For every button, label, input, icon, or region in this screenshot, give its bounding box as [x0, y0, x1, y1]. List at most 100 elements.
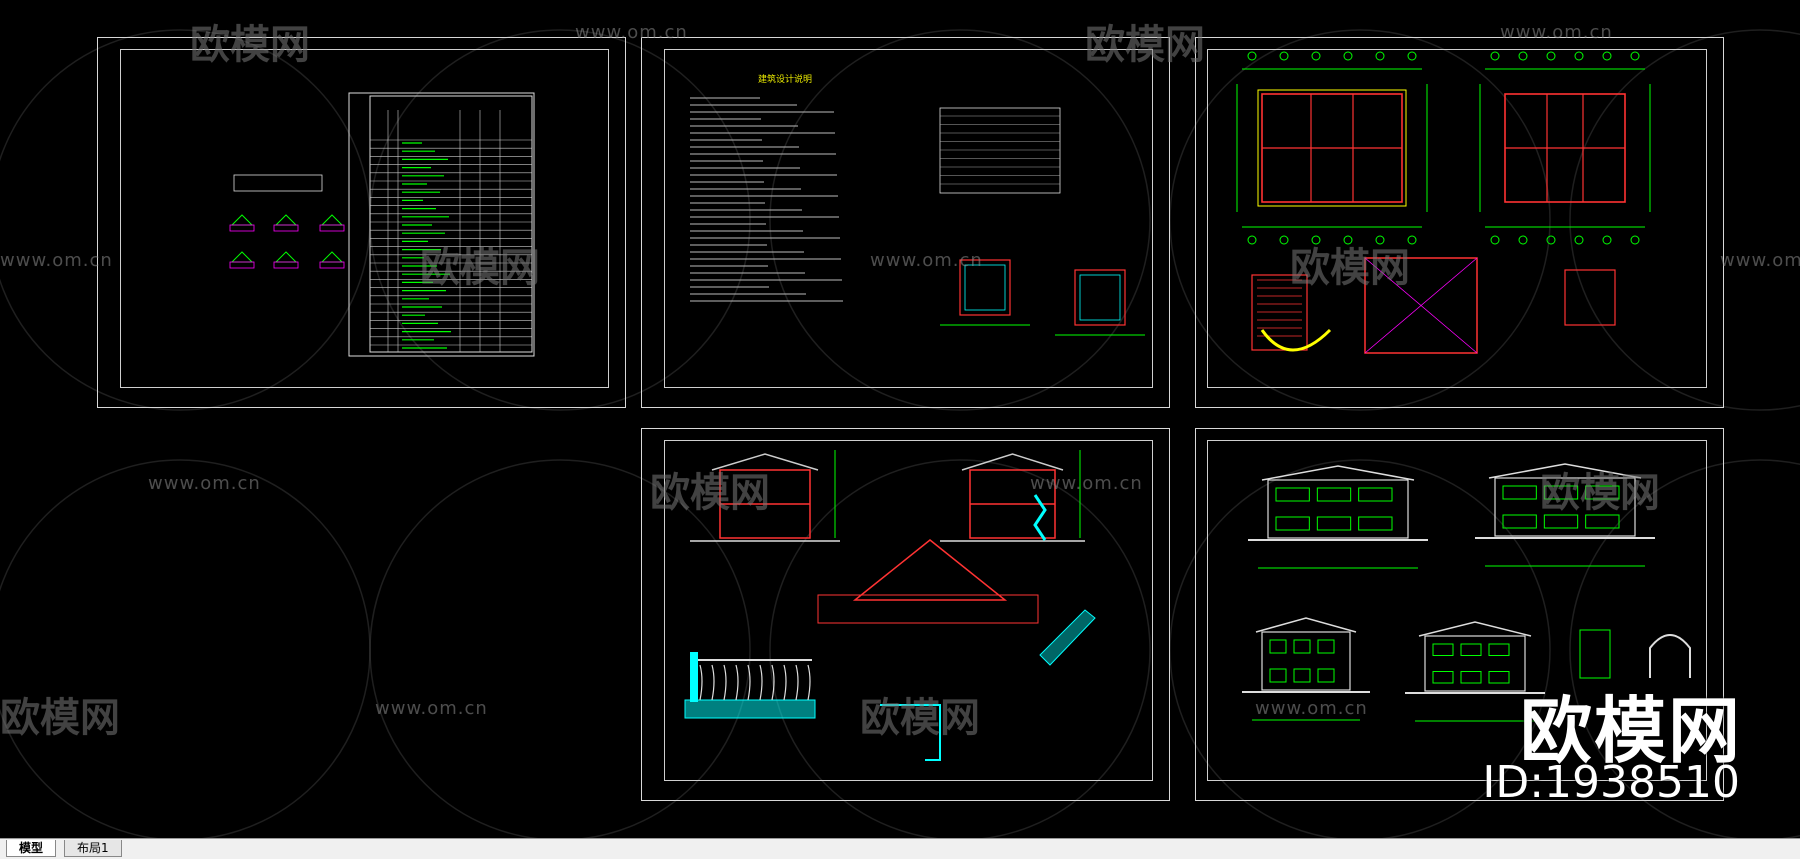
drawing-list-frame: [348, 92, 535, 357]
tab-layout-1[interactable]: 布局1: [64, 840, 122, 857]
watermark-url: www.om.cn: [375, 698, 488, 719]
balustrade-base: [684, 699, 816, 719]
elevation-window: [1432, 671, 1454, 684]
elevation-window: [1488, 671, 1510, 684]
watermark-circle: [1569, 459, 1800, 838]
watermark-url: www.om.cn: [1030, 473, 1143, 494]
stair-plan: [1251, 274, 1308, 351]
detail-base: [273, 224, 299, 232]
watermark-logo: 欧模网: [1085, 22, 1205, 68]
elevation-window: [1502, 485, 1537, 500]
axis-bubble: [1375, 51, 1385, 61]
elevation-window: [1543, 514, 1579, 529]
roof-detail: [852, 539, 1008, 601]
cad-model-space[interactable]: 建筑设计说明 欧模网 www.om.cn 欧模网 www.om.cn www.o…: [0, 0, 1800, 838]
sheet-design-notes[interactable]: [641, 37, 1170, 408]
axis-bubble: [1311, 235, 1321, 245]
elevation-window: [1432, 643, 1454, 656]
axis-bubble: [1343, 235, 1353, 245]
design-notes-title: 建筑设计说明: [758, 75, 813, 85]
baluster: [711, 664, 715, 701]
watermark-circle: [369, 459, 751, 838]
elevation-roof: [1418, 621, 1532, 637]
watermark-logo: 欧模网: [1290, 245, 1410, 291]
axis-bubble: [1602, 235, 1612, 245]
roof-plan-outline: [1364, 257, 1478, 354]
watermark-logo: 欧模网: [190, 22, 310, 68]
elevation-window: [1269, 668, 1287, 683]
axis-bubble: [1343, 51, 1353, 61]
baluster: [759, 664, 763, 701]
watermark-logo: 欧模网: [0, 695, 120, 741]
gutter-detail: [1039, 609, 1096, 666]
elevation-window: [1502, 514, 1537, 529]
elevation-wall: [1267, 479, 1409, 539]
axis-bubble: [1311, 51, 1321, 61]
sheet-floor-plans[interactable]: [1195, 37, 1724, 408]
watermark-url: www.om.cn: [575, 22, 688, 43]
elevation-window: [1275, 487, 1310, 502]
watermark-logo: 欧模网: [1540, 470, 1660, 516]
watermark-circle: [1169, 459, 1551, 838]
watermark-big-logo: 欧模网: [1519, 689, 1742, 773]
tab-model[interactable]: 模型: [6, 840, 57, 857]
door-window-table: [939, 107, 1061, 194]
elevation-window: [1488, 643, 1510, 656]
axis-bubble: [1574, 51, 1584, 61]
watermark-id: ID:1938510: [1482, 757, 1740, 808]
watermark-logo: 欧模网: [860, 695, 980, 741]
watermark-circle: [769, 459, 1151, 838]
sheet-sections-details[interactable]: [641, 428, 1170, 801]
axis-bubble: [1279, 235, 1289, 245]
elevation-roof: [1488, 463, 1642, 479]
axis-bubble: [1407, 51, 1417, 61]
axis-bubble: [1279, 51, 1289, 61]
baluster: [723, 664, 727, 701]
baluster: [771, 664, 775, 701]
watermark-logo: 欧模网: [650, 470, 770, 516]
axis-bubble: [1247, 51, 1257, 61]
eave-detail: [817, 594, 1039, 624]
axis-bubble: [1375, 235, 1385, 245]
elevation-window: [1543, 485, 1579, 500]
axis-bubble: [1490, 235, 1500, 245]
section-roof: [961, 453, 1064, 471]
elevation-window: [1358, 516, 1393, 531]
baluster: [807, 664, 811, 701]
elevation-window: [1317, 639, 1335, 654]
watermark-url: www.om.cn: [1500, 22, 1613, 43]
detail-base: [319, 224, 345, 232]
axis-bubble: [1546, 235, 1556, 245]
detail-base: [229, 224, 255, 232]
watermark-logo: 欧模网: [420, 245, 540, 291]
detail-base: [319, 261, 345, 269]
watermark-circle: [1569, 29, 1800, 411]
sheet-cover[interactable]: [97, 37, 626, 408]
elevation-roof: [1255, 617, 1357, 633]
watermark-url: www.om.cn: [148, 473, 261, 494]
baluster: [699, 664, 703, 701]
elevation-wall: [1494, 477, 1636, 537]
elevation-roof: [1261, 465, 1415, 481]
axis-bubble: [1518, 235, 1528, 245]
elevation-wall: [1261, 631, 1351, 691]
sheet-elevations[interactable]: [1195, 428, 1724, 801]
elevation-window: [1585, 514, 1620, 529]
watermark-circle: [769, 29, 1151, 411]
axis-bubble: [1490, 51, 1500, 61]
axis-bubble: [1518, 51, 1528, 61]
drawing-list-table: [369, 95, 533, 353]
toilet-detail: [1564, 269, 1616, 326]
parapet-detail: [880, 704, 941, 761]
elevation-wall: [1424, 635, 1526, 692]
elevation-window: [1293, 639, 1311, 654]
balustrade-post: [690, 652, 698, 702]
baluster: [783, 664, 787, 701]
elevation-window: [1460, 643, 1482, 656]
stair-section: [1033, 494, 1047, 541]
toilet-plan-fixture: [964, 264, 1006, 311]
highlight-frame: [1257, 89, 1407, 207]
baluster: [735, 664, 739, 701]
watermark-circle: [1169, 29, 1551, 411]
watermark-circle: [0, 459, 371, 838]
